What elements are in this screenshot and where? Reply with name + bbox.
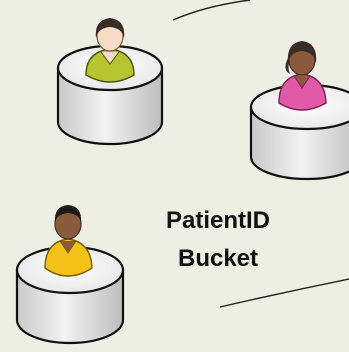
person-green-shirt	[85, 18, 135, 83]
connector-line-bottom	[219, 278, 349, 308]
person-pink-shirt	[278, 41, 327, 111]
person-yellow-shirt	[44, 205, 93, 277]
connector-line-top	[172, 0, 251, 21]
bucket-label-line1: PatientID	[166, 207, 270, 234]
bucket-label-line2: Bucket	[178, 245, 258, 272]
